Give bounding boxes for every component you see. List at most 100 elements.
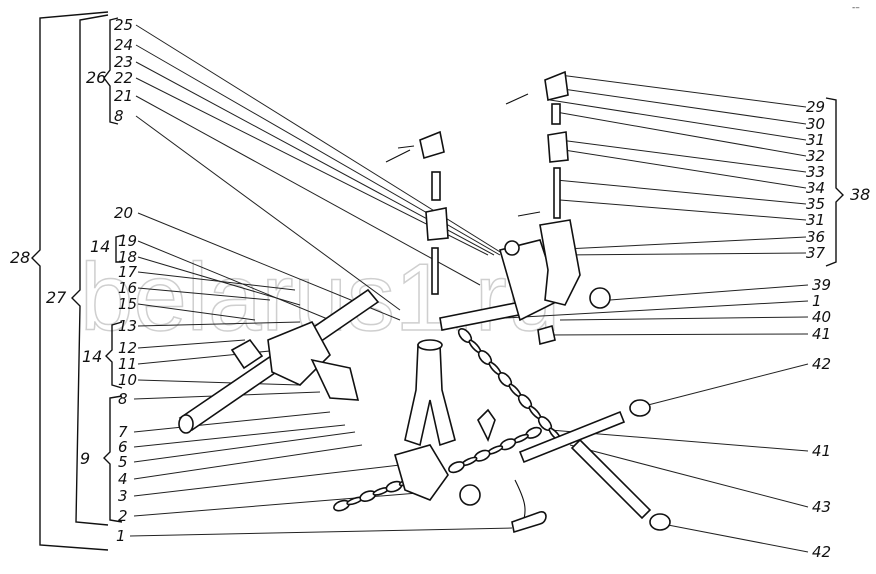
callout-label: 36 bbox=[806, 228, 825, 246]
u-bolt bbox=[511, 511, 547, 534]
rod-right bbox=[553, 167, 561, 219]
callout-label: 17 bbox=[118, 263, 138, 281]
bracket-26 bbox=[103, 17, 119, 125]
top-clevis-right bbox=[544, 70, 569, 101]
callout-label: 39 bbox=[812, 276, 831, 294]
leader-line bbox=[559, 316, 809, 321]
right-fork bbox=[539, 219, 581, 306]
bracket-9 bbox=[103, 395, 123, 523]
ball-joint bbox=[459, 484, 481, 506]
callout-label: 16 bbox=[118, 279, 137, 297]
shaft-end bbox=[178, 414, 194, 434]
callout-label: 8 bbox=[118, 390, 128, 408]
callout-label: 31 bbox=[806, 211, 825, 229]
leader-line bbox=[555, 179, 807, 205]
callout-label: 1 bbox=[116, 527, 126, 545]
callout-label: 32 bbox=[806, 147, 825, 165]
leader-line bbox=[133, 424, 346, 448]
pin-right bbox=[505, 93, 529, 105]
leader-line bbox=[129, 527, 513, 537]
leader-line bbox=[559, 199, 807, 221]
leader-line bbox=[137, 240, 331, 321]
bracket-27 bbox=[71, 14, 109, 526]
wingnut bbox=[537, 324, 556, 346]
link-plate bbox=[425, 207, 449, 241]
parts bbox=[178, 70, 671, 534]
leader-line bbox=[133, 444, 363, 480]
bracket-38 bbox=[825, 97, 844, 267]
leader-line bbox=[137, 339, 246, 349]
callout-label: 10 bbox=[118, 371, 137, 389]
leader-line bbox=[137, 271, 296, 291]
callout-label: 18 bbox=[118, 248, 137, 266]
bolt-right-lower bbox=[517, 211, 541, 217]
callout-label: 1 bbox=[812, 292, 822, 310]
leader-line bbox=[133, 411, 331, 433]
callout-label: 2 bbox=[118, 507, 128, 525]
leader-line bbox=[667, 524, 809, 553]
bracket-14a bbox=[115, 234, 125, 263]
callout-label: 25 bbox=[114, 16, 133, 34]
callout-label: 23 bbox=[114, 53, 133, 71]
leader-line bbox=[549, 99, 807, 141]
callout-label: 42 bbox=[812, 543, 831, 561]
callout-label: 13 bbox=[118, 317, 137, 335]
bolt-upper bbox=[431, 171, 441, 201]
callout-label: 19 bbox=[118, 232, 137, 250]
callout-label: 15 bbox=[118, 295, 137, 313]
callout-label: 7 bbox=[118, 423, 128, 441]
callout-label: 41 bbox=[812, 442, 831, 460]
bolt-right bbox=[551, 103, 561, 125]
leader-line bbox=[559, 252, 807, 256]
leader-line bbox=[135, 24, 506, 256]
lower-arm-bracket bbox=[310, 358, 360, 401]
leader-line bbox=[647, 363, 809, 406]
bolt bbox=[397, 145, 415, 149]
handle-pin bbox=[477, 408, 496, 443]
leader-line bbox=[137, 321, 301, 327]
callout-label: 35 bbox=[806, 195, 825, 213]
top-clevis bbox=[419, 130, 445, 160]
leader-line bbox=[563, 149, 807, 189]
callout-label: 8 bbox=[114, 107, 124, 125]
group-label-27: 27 bbox=[46, 288, 67, 307]
callout-label: 6 bbox=[118, 438, 128, 456]
callout-label: 12 bbox=[118, 339, 137, 357]
leader-line bbox=[133, 464, 401, 497]
callout-label: 43 bbox=[812, 498, 831, 516]
group-label-9: 9 bbox=[80, 449, 90, 468]
callout-label: 30 bbox=[806, 115, 825, 133]
leader-line bbox=[544, 236, 807, 251]
lower-hitch bbox=[394, 444, 449, 501]
lifting-rod-fork bbox=[404, 344, 456, 447]
leader-line bbox=[609, 284, 809, 301]
bracket-14b bbox=[105, 321, 123, 389]
callout-label: 41 bbox=[812, 325, 831, 343]
leader-line bbox=[137, 379, 301, 386]
right-bush bbox=[589, 287, 611, 309]
callout-label: 29 bbox=[806, 98, 825, 116]
callout-label: 24 bbox=[114, 36, 133, 54]
leader-line bbox=[135, 95, 481, 286]
bracket-28 bbox=[31, 11, 109, 551]
rod-upper bbox=[431, 247, 439, 295]
leader-line bbox=[559, 74, 807, 108]
leader-line bbox=[569, 444, 809, 508]
callout-label: 20 bbox=[114, 204, 133, 222]
callout-label: 31 bbox=[806, 131, 825, 149]
turnbuckle-lower bbox=[570, 438, 652, 520]
leader-line bbox=[135, 115, 401, 311]
group-label-14: 14 bbox=[90, 237, 110, 256]
leader-line bbox=[137, 287, 271, 301]
leader-line bbox=[555, 111, 807, 157]
callout-label: 21 bbox=[114, 87, 133, 105]
callout-label: 5 bbox=[118, 453, 128, 471]
link-plate-right bbox=[547, 131, 569, 163]
group-label-38: 38 bbox=[850, 185, 870, 204]
callout-label: 37 bbox=[806, 244, 826, 262]
callout-label: 22 bbox=[114, 69, 133, 87]
chain-link bbox=[448, 461, 465, 474]
leader-line bbox=[133, 431, 356, 463]
corner-mark: -– bbox=[852, 3, 860, 13]
